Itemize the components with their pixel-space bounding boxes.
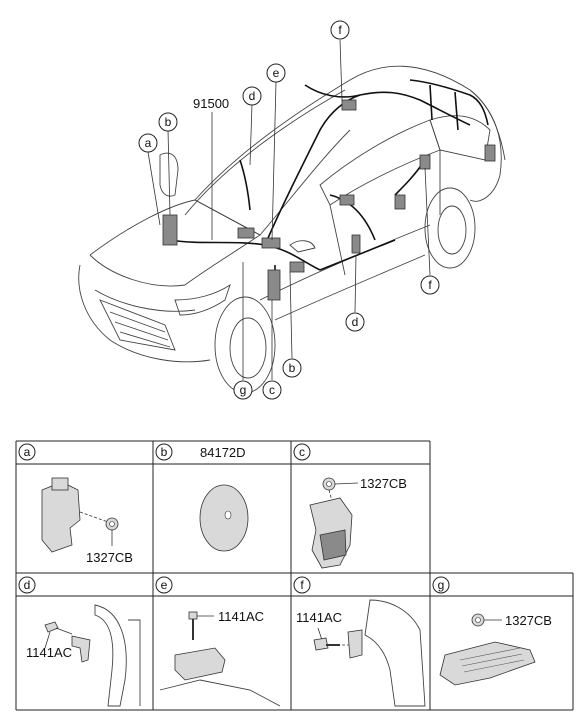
part-label-a: 1327CB bbox=[86, 550, 133, 565]
cell-c: c 1327CB bbox=[293, 443, 407, 569]
callout-label: f bbox=[428, 278, 432, 292]
leader-lines bbox=[147, 39, 431, 380]
callout-f-right: f bbox=[420, 275, 440, 295]
harness-part-number: 91500 bbox=[193, 96, 229, 111]
callout-label: b bbox=[289, 361, 296, 375]
parts-table bbox=[15, 440, 574, 711]
callout-c-bottom: c bbox=[262, 380, 282, 400]
bolt-icon bbox=[188, 611, 198, 620]
cell-d: d 1141AC bbox=[18, 576, 141, 707]
cell-e: e 1141AC bbox=[155, 576, 281, 707]
callout-label: d bbox=[352, 315, 359, 329]
cell-f: f 1141AC bbox=[293, 576, 426, 707]
cell-f-letter: f bbox=[300, 578, 304, 592]
callout-label: e bbox=[273, 66, 280, 80]
part-label-f: 1141AC bbox=[296, 610, 342, 625]
callout-label: a bbox=[145, 136, 152, 150]
callout-a-top: a bbox=[138, 133, 158, 153]
part-label-b: 84172D bbox=[200, 445, 246, 460]
callout-d-bottom: d bbox=[345, 312, 365, 332]
bracket-part-f bbox=[347, 629, 363, 659]
clip-part-d bbox=[71, 635, 91, 663]
callout-label: c bbox=[269, 383, 275, 397]
callout-label: f bbox=[338, 23, 342, 37]
callout-e-top: e bbox=[266, 63, 286, 83]
callout-b-top: b bbox=[158, 112, 178, 132]
part-label-e: 1141AC bbox=[218, 609, 264, 624]
callout-label: b bbox=[165, 115, 172, 129]
callout-b-bottom: b bbox=[282, 358, 302, 378]
bracket-part-a bbox=[41, 481, 81, 553]
bracket-part-e bbox=[174, 647, 226, 681]
connectors bbox=[162, 99, 496, 301]
callout-f-top: f bbox=[330, 20, 350, 40]
part-label-g: 1327CB bbox=[505, 613, 552, 628]
cell-g-letter: g bbox=[438, 578, 445, 592]
cell-d-letter: d bbox=[24, 578, 31, 592]
cell-g: g 1327CB bbox=[432, 576, 552, 686]
cell-a: a 1327CB bbox=[18, 443, 133, 565]
bolt-icon bbox=[44, 621, 59, 633]
part-label-d: 1141AC bbox=[26, 645, 72, 660]
callout-g-bottom: g bbox=[233, 380, 253, 400]
callout-d-top: d bbox=[242, 86, 262, 106]
bolt-icon bbox=[313, 637, 329, 651]
part-label-c: 1327CB bbox=[360, 476, 407, 491]
grommet-plug-icon bbox=[199, 484, 249, 552]
car-body-outline bbox=[78, 65, 506, 394]
bracket-part-g bbox=[439, 641, 536, 686]
cell-b: b 84172D bbox=[155, 443, 249, 552]
callout-label: d bbox=[249, 89, 256, 103]
cell-c-letter: c bbox=[299, 445, 305, 459]
cell-b-letter: b bbox=[161, 445, 168, 459]
callout-label: g bbox=[240, 383, 247, 397]
cell-a-letter: a bbox=[24, 445, 31, 459]
cell-e-letter: e bbox=[161, 578, 168, 592]
